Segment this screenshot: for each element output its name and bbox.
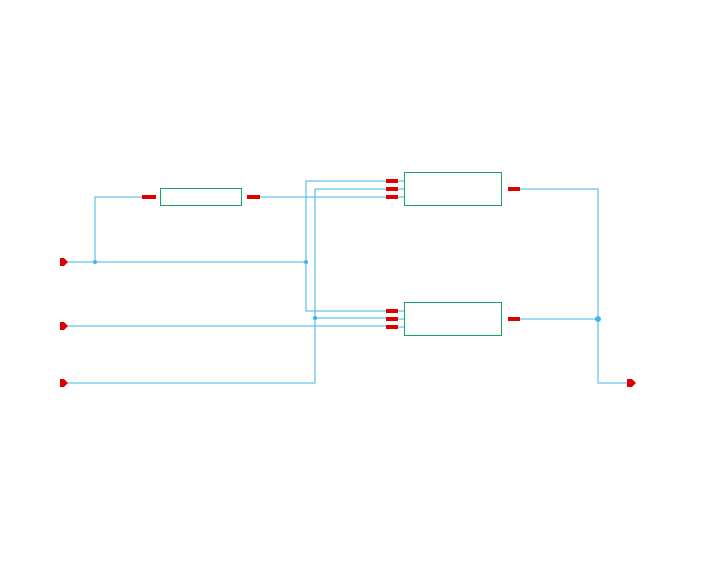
block-b-input-pin-2[interactable]	[386, 187, 398, 191]
input-ports	[60, 258, 68, 387]
block-a-output-pin[interactable]	[247, 195, 260, 199]
wire-to-output[interactable]	[597, 319, 628, 384]
wires	[66, 180, 628, 384]
block-c-input-pin-3[interactable]	[386, 325, 398, 329]
block-b-output-pin[interactable]	[508, 187, 520, 191]
output-port-1[interactable]	[627, 379, 636, 387]
block-a[interactable]	[142, 188, 260, 206]
block-c[interactable]	[386, 302, 520, 336]
junctions	[93, 260, 601, 322]
block-b[interactable]	[386, 172, 520, 206]
output-ports	[627, 379, 636, 387]
wire-in3-main[interactable]	[66, 188, 386, 384]
block-c-input-pin-2[interactable]	[386, 317, 398, 321]
input-port-3[interactable]	[60, 379, 68, 387]
junction-dot	[312, 315, 318, 321]
block-c-output-pin[interactable]	[508, 317, 520, 321]
block-b-input-pin-3[interactable]	[386, 195, 398, 199]
block-a-input-pin[interactable]	[142, 195, 156, 199]
block-b-input-pin-1[interactable]	[386, 179, 398, 183]
wire-in1-to-block-b-in1[interactable]	[305, 180, 386, 262]
junction-dot	[93, 260, 97, 264]
input-port-1[interactable]	[60, 258, 68, 266]
block-c-input-pin-1[interactable]	[386, 309, 398, 313]
block-c-body[interactable]	[404, 302, 502, 336]
block-b-body[interactable]	[404, 172, 502, 206]
wire-in1-to-block-c-in1[interactable]	[305, 262, 386, 312]
junction-dot	[595, 316, 601, 322]
wire-block-b-out[interactable]	[520, 188, 599, 318]
input-port-2[interactable]	[60, 322, 68, 330]
junction-dot	[304, 260, 308, 264]
block-a-body[interactable]	[160, 188, 242, 206]
wire-in1-to-block-a[interactable]	[94, 196, 143, 262]
